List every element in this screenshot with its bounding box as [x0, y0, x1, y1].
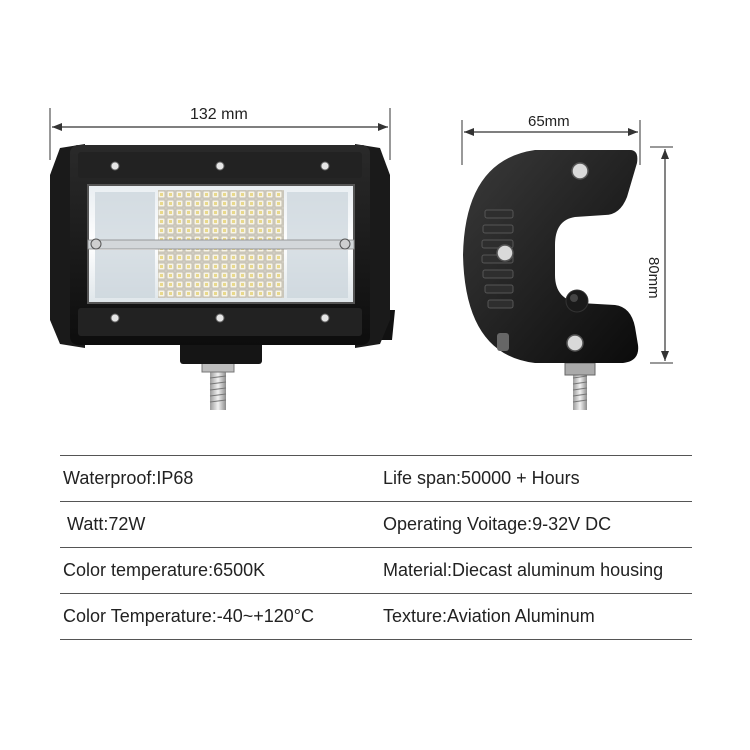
side-height-label: 80mm: [645, 257, 662, 299]
spec-material: Material:Diecast aluminum housing: [383, 560, 664, 580]
spec-row: Color temperature:6500K Material:Diecast…: [60, 547, 692, 593]
spec-texture: Texture:Aviation Aluminum: [383, 606, 595, 626]
spec-life-span: Life span:50000 + Hours: [383, 468, 580, 488]
spec-waterproof: Waterproof:IP68: [63, 468, 194, 488]
spec-row: Color Temperature:-40~+120°C Texture:Avi…: [60, 593, 692, 640]
front-view: 132 mm: [40, 100, 410, 420]
spec-row: Watt:72W Operating Voitage:9-32V DC: [60, 501, 692, 547]
side-width-label: 65mm: [528, 113, 570, 130]
front-width-label: 132 mm: [190, 106, 248, 123]
side-view-drawing: [461, 120, 673, 410]
side-view: 65mm 80mm: [455, 105, 705, 425]
front-view-drawing: [49, 108, 395, 410]
specs-table: Waterproof:IP68 Life span:50000 + Hours …: [60, 455, 692, 640]
spec-operating-voltage: Operating Voitage:9-32V DC: [383, 514, 612, 534]
spec-operating-temperature: Color Temperature:-40~+120°C: [63, 606, 315, 626]
spec-row: Waterproof:IP68 Life span:50000 + Hours: [60, 455, 692, 501]
spec-color-temperature: Color temperature:6500K: [63, 560, 266, 580]
spec-watt: Watt:72W: [67, 514, 146, 534]
